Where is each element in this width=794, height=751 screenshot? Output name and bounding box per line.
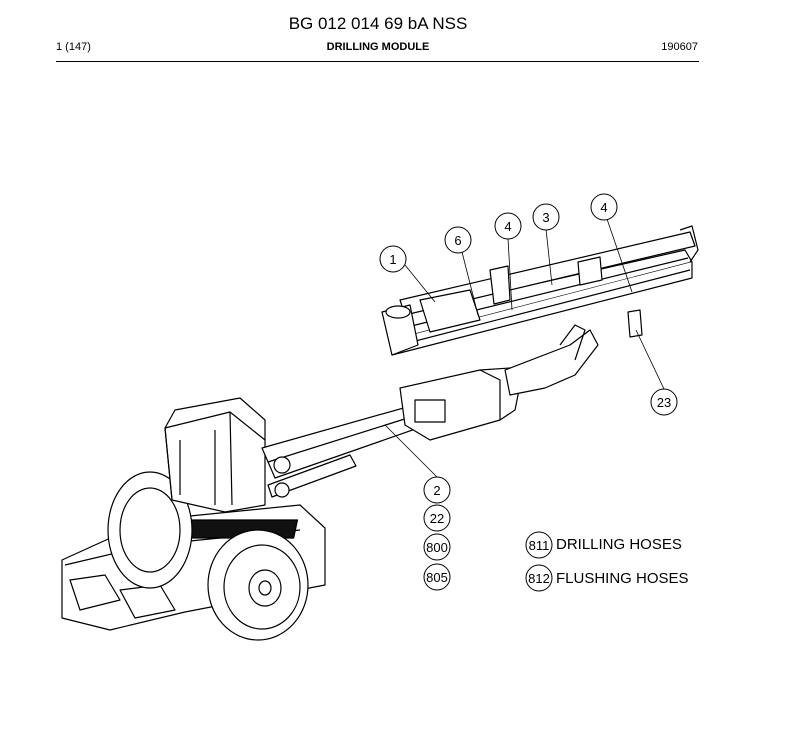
callout-label: 22 bbox=[430, 511, 444, 526]
callout-label: 23 bbox=[657, 395, 671, 410]
legend-code: 811 bbox=[529, 538, 550, 553]
callout-4b: 4 bbox=[590, 193, 618, 221]
callout-label: 4 bbox=[504, 219, 511, 234]
machine-illustration bbox=[61, 225, 699, 641]
callout-805: 805 bbox=[423, 563, 451, 591]
legend-drilling-hoses: 811 DRILLING HOSES bbox=[525, 531, 682, 559]
callout-label: 6 bbox=[454, 233, 461, 248]
feed-link bbox=[504, 329, 599, 396]
callout-2: 2 bbox=[423, 476, 451, 504]
front-wheel bbox=[207, 529, 309, 641]
hose-guide bbox=[489, 265, 511, 305]
callout-22: 22 bbox=[423, 504, 451, 532]
legend-label: DRILLING HOSES bbox=[556, 536, 682, 553]
feed-sensor bbox=[627, 309, 643, 338]
callout-label: 805 bbox=[426, 570, 448, 585]
legend-code: 812 bbox=[528, 571, 550, 586]
callout-label: 2 bbox=[433, 483, 440, 498]
boom-cylinder bbox=[267, 454, 357, 498]
page-reference: 1 (147) bbox=[56, 41, 91, 53]
document-number: BG 012 014 69 bA NSS bbox=[288, 14, 468, 33]
callout-800: 800 bbox=[423, 533, 451, 561]
legend-flushing-hoses: 812 FLUSHING HOSES bbox=[525, 564, 689, 592]
callout-label: 800 bbox=[426, 540, 448, 555]
callouts: 1 6 4 3 4 23 2 22 bbox=[379, 193, 678, 591]
date-code: 190607 bbox=[661, 41, 698, 53]
callout-3: 3 bbox=[532, 203, 560, 231]
legend: 811 DRILLING HOSES 812 FLUSHING HOSES bbox=[525, 531, 689, 592]
header-rule bbox=[56, 61, 699, 62]
callout-label: 1 bbox=[389, 252, 396, 267]
section-title: DRILLING MODULE bbox=[326, 41, 430, 53]
drill-carriage bbox=[419, 289, 481, 333]
callout-6: 6 bbox=[444, 226, 472, 254]
leader-lines bbox=[384, 218, 665, 478]
callout-label: 3 bbox=[542, 210, 549, 225]
callout-label: 4 bbox=[600, 200, 607, 215]
callout-23: 23 bbox=[650, 388, 678, 416]
legend-label: FLUSHING HOSES bbox=[556, 570, 689, 587]
callout-1: 1 bbox=[379, 245, 407, 273]
callout-4a: 4 bbox=[494, 212, 522, 240]
